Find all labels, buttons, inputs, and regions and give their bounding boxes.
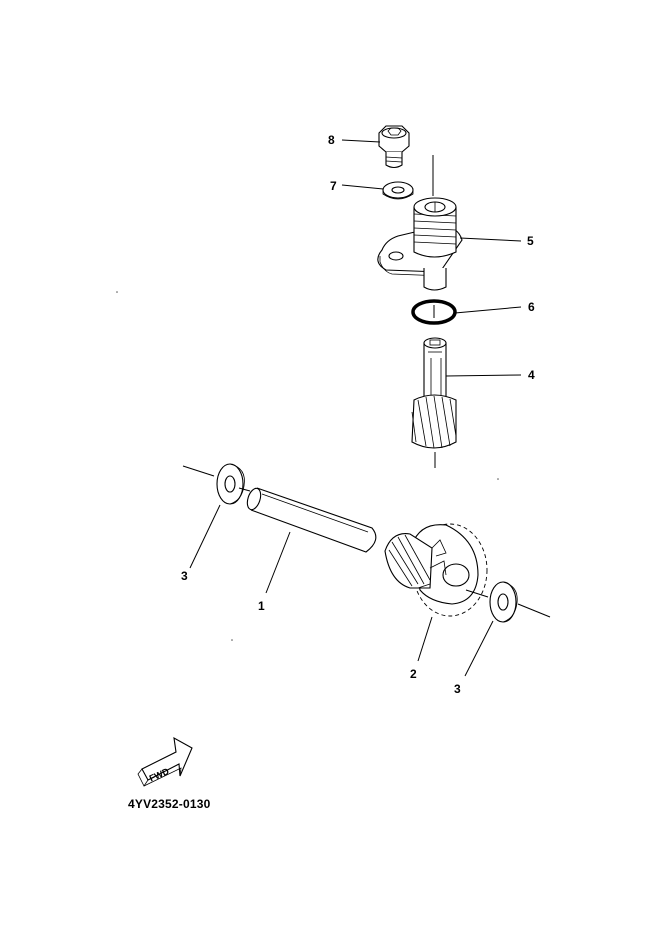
callout-7: 7 (330, 179, 337, 193)
callout-labels: 8 7 5 6 4 3 1 2 3 (181, 133, 535, 696)
part-2-drive-gear (384, 523, 488, 617)
callout-4: 4 (528, 368, 535, 382)
fwd-arrow-icon: FWD (137, 736, 193, 787)
diagram-code: 4YV2352-0130 (128, 797, 211, 811)
part-7-washer (382, 181, 414, 200)
part-3-washer-right (465, 581, 551, 623)
part-6-o-ring (411, 299, 457, 325)
part-5-housing (377, 155, 463, 291)
callout-5: 5 (527, 234, 534, 248)
leader-lines (189, 139, 522, 677)
part-3-washer-left (182, 463, 251, 505)
callout-2: 2 (410, 667, 417, 681)
scan-specks (116, 291, 499, 641)
callout-1: 1 (258, 599, 265, 613)
part-8-bolt (378, 125, 410, 169)
callout-6: 6 (528, 300, 535, 314)
part-1-pin (246, 487, 377, 553)
callout-8: 8 (328, 133, 335, 147)
callout-3-left: 3 (181, 569, 188, 583)
callout-3-right: 3 (454, 682, 461, 696)
part-4-gear-shaft (411, 337, 457, 468)
